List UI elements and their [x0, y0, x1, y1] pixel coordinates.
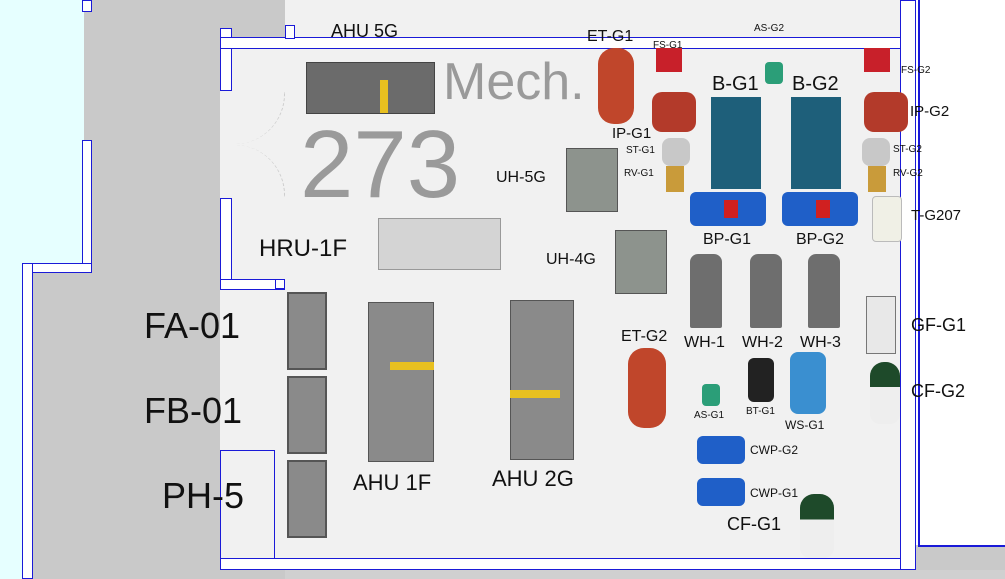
thermostat-g207[interactable]: [872, 196, 902, 242]
brine-tank-g1[interactable]: [748, 358, 774, 402]
pipe: [380, 80, 388, 113]
panel-label: FA-01: [144, 305, 241, 346]
ip-g1-label: IP-G1: [612, 125, 652, 142]
bottom-area: [285, 570, 1005, 579]
boiler-g1[interactable]: [711, 97, 761, 189]
ahu-5g-label: AHU 5G: [331, 21, 399, 41]
as-g2-label: AS-G2: [754, 23, 785, 34]
motor-coupling: [816, 200, 830, 218]
pipe: [390, 362, 434, 370]
wall: [285, 25, 295, 39]
inline-pump-g1[interactable]: [652, 92, 696, 132]
wall: [82, 140, 92, 273]
wh-2-label: WH-2: [742, 334, 783, 351]
electrical-panel[interactable]: [287, 292, 327, 370]
room-number: 273: [300, 111, 461, 218]
b-g1-label: B-G1: [712, 73, 759, 95]
air-separator-g1[interactable]: [702, 384, 720, 406]
expansion-tank-g2[interactable]: [628, 348, 666, 428]
fs-g1-label: FS-G1: [653, 40, 683, 51]
hru-1f-label: HRU-1F: [259, 235, 347, 262]
ws-g1-label: WS-G1: [785, 418, 825, 432]
strainer-g1[interactable]: [662, 138, 690, 166]
ahu-2g-unit[interactable]: [510, 300, 574, 460]
upper-room: [285, 0, 915, 38]
pipe: [510, 390, 560, 398]
cf-g1-label: CF-G1: [727, 514, 781, 534]
boiler-g2[interactable]: [791, 97, 841, 189]
relief-valve-g1[interactable]: [666, 166, 684, 192]
cwp-g1-label: CWP-G1: [750, 486, 798, 500]
ahu-1f-label: AHU 1F: [353, 470, 432, 495]
unit-heater-5g[interactable]: [566, 148, 618, 212]
t-g207-label: T-G207: [911, 207, 962, 224]
gf-g1-label: GF-G1: [911, 315, 967, 335]
water-softener-g1[interactable]: [790, 352, 826, 414]
flow-switch-g2[interactable]: [864, 48, 890, 72]
panel-label: PH-5: [162, 475, 245, 516]
lower-left-room: [32, 273, 222, 579]
wall: [275, 279, 285, 289]
as-g1-label: AS-G1: [694, 410, 725, 421]
wall-line: [918, 545, 1005, 547]
relief-valve-g2[interactable]: [868, 166, 886, 192]
wall: [22, 263, 33, 579]
wall: [220, 198, 232, 290]
chemical-feeder-g2[interactable]: [870, 362, 900, 424]
cwp-g2-label: CWP-G2: [750, 443, 798, 457]
ip-g2-label: IP-G2: [910, 103, 950, 120]
motor-coupling: [724, 200, 738, 218]
fs-g2-label: FS-G2: [901, 65, 931, 76]
ahu-5g-unit[interactable]: [306, 62, 435, 114]
wall: [900, 0, 916, 570]
bp-g1-label: BP-G1: [703, 231, 752, 248]
uh-5g-label: UH-5G: [496, 169, 546, 186]
cold-water-pump-g2[interactable]: [697, 436, 745, 464]
st-g1-label: ST-G1: [626, 145, 655, 156]
et-g2-label: ET-G2: [621, 328, 668, 345]
air-separator-g2[interactable]: [765, 62, 783, 84]
inline-pump-g2[interactable]: [864, 92, 908, 132]
b-g2-label: B-G2: [792, 73, 839, 95]
electrical-panel[interactable]: [287, 460, 327, 538]
right-area: [915, 0, 1005, 545]
expansion-tank-g1[interactable]: [598, 48, 634, 124]
ahu-2g-label: AHU 2G: [492, 466, 574, 491]
water-heater-1[interactable]: [690, 254, 722, 328]
uh-4g-label: UH-4G: [546, 251, 596, 268]
strainer-g2[interactable]: [862, 138, 890, 166]
glycol-feeder-g1[interactable]: [866, 296, 896, 354]
st-g2-label: ST-G2: [893, 144, 922, 155]
bp-g2-label: BP-G2: [796, 231, 845, 248]
wall: [82, 0, 92, 12]
water-heater-2[interactable]: [750, 254, 782, 328]
wall-line: [918, 0, 920, 546]
electrical-panel[interactable]: [287, 376, 327, 454]
rv-g1-label: RV-G1: [624, 168, 654, 179]
et-g1-label: ET-G1: [587, 28, 634, 45]
cf-g2-label: CF-G2: [911, 381, 965, 401]
wh-1-label: WH-1: [684, 334, 725, 351]
unit-heater-4g[interactable]: [615, 230, 667, 294]
hru-1f-unit[interactable]: [378, 218, 501, 270]
panel-label: FB-01: [144, 390, 243, 431]
ahu-1f-unit[interactable]: [368, 302, 434, 462]
wall: [220, 450, 275, 560]
wall: [220, 558, 902, 570]
wall: [220, 37, 902, 49]
flow-switch-g1[interactable]: [656, 48, 682, 72]
rv-g2-label: RV-G2: [893, 168, 923, 179]
wh-3-label: WH-3: [800, 334, 841, 351]
bt-g1-label: BT-G1: [746, 406, 775, 417]
room-name: Mech.: [443, 53, 585, 111]
cold-water-pump-g1[interactable]: [697, 478, 745, 506]
chemical-feeder-g1[interactable]: [800, 494, 834, 558]
water-heater-3[interactable]: [808, 254, 840, 328]
